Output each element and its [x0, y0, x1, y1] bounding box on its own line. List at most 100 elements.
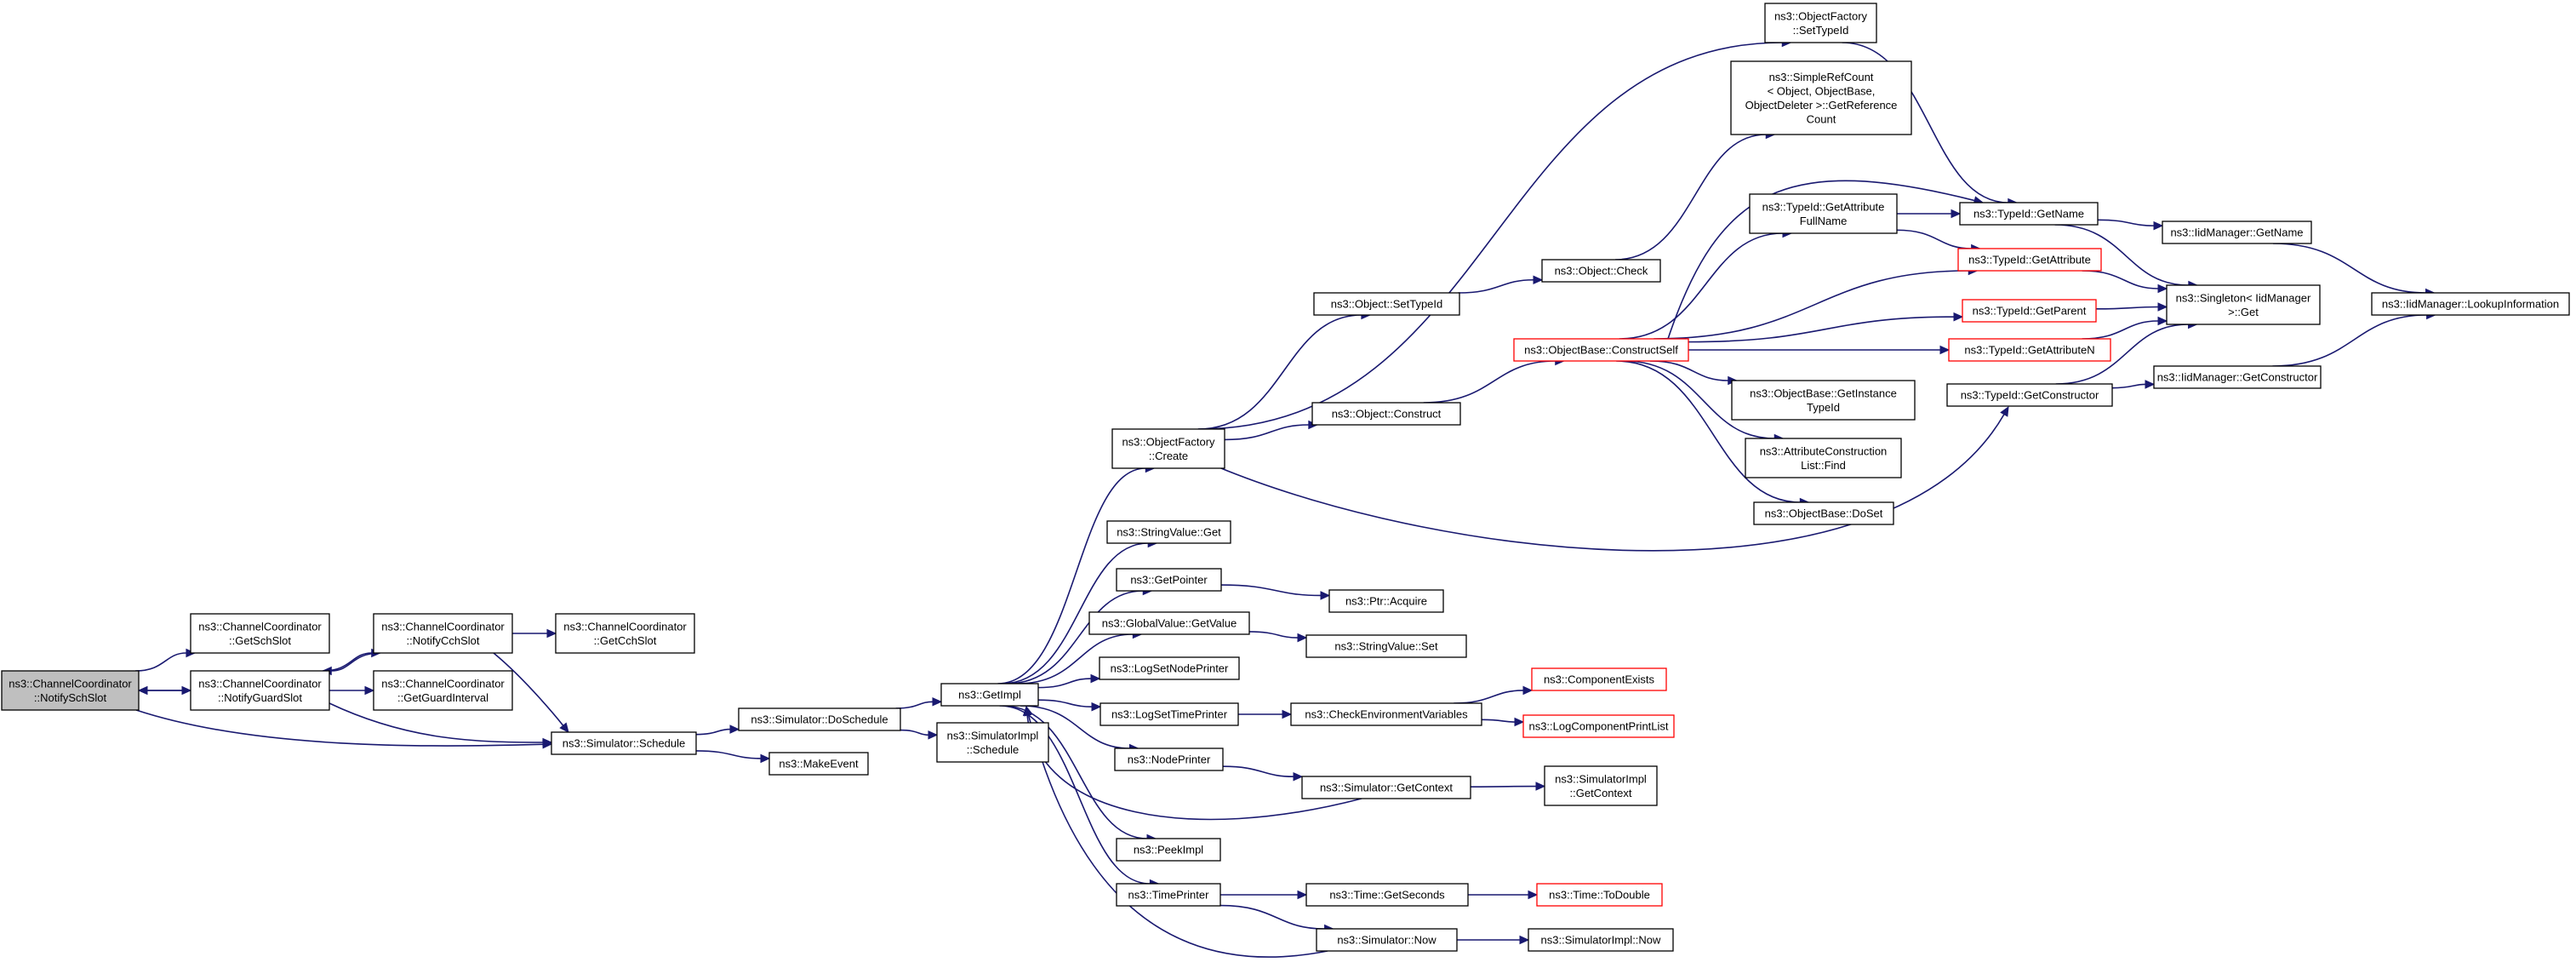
call-edge-n34-to-n37: [2111, 380, 2156, 389]
function-node[interactable]: ns3::NodePrinter: [1114, 747, 1224, 771]
function-node[interactable]: ns3::IidManager::LookupInformation: [2371, 292, 2570, 316]
function-node[interactable]: ns3::TypeId::GetAttribute: [1957, 248, 2102, 272]
function-node-label: ::GetCchSlot: [594, 634, 657, 647]
function-node-label: ns3::TypeId::GetName: [1973, 208, 2084, 221]
function-node[interactable]: ns3::GetImpl: [940, 683, 1039, 707]
function-node-box: [1305, 634, 1467, 658]
function-node[interactable]: ns3::Simulator::DoSchedule: [738, 707, 901, 731]
function-node[interactable]: ns3::GetPointer: [1116, 568, 1222, 592]
function-node-label: ns3::StringValue::Get: [1117, 526, 1221, 539]
function-node[interactable]: ns3::PeekImpl: [1116, 838, 1221, 862]
function-node-label: ns3::MakeEvent: [779, 758, 859, 770]
function-node[interactable]: ns3::SimulatorImpl::GetContext: [1544, 765, 1658, 806]
function-node[interactable]: ns3::TypeId::GetAttributeN: [1948, 338, 2111, 362]
function-node[interactable]: ns3::Simulator::Schedule: [551, 731, 697, 755]
function-node[interactable]: ns3::Simulator::GetContext: [1301, 776, 1471, 799]
function-node[interactable]: ns3::LogComponentPrintList: [1522, 714, 1675, 738]
function-node-box: [1522, 714, 1675, 738]
function-node-box: [373, 613, 513, 654]
function-node[interactable]: ns3::Time::GetSeconds: [1305, 883, 1469, 907]
function-node-label: ns3::GetImpl: [958, 689, 1021, 702]
function-node-label: ns3::ObjectBase::ConstructSelf: [1524, 344, 1678, 357]
function-node[interactable]: ns3::IidManager::GetConstructor: [2153, 365, 2322, 389]
function-node-label: ns3::Simulator::Schedule: [563, 737, 686, 750]
function-node-box: [1745, 438, 1902, 478]
function-node-label: ns3::Object::Check: [1555, 265, 1648, 278]
function-node[interactable]: ns3::ComponentExists: [1531, 667, 1667, 691]
function-node-box: [1528, 928, 1674, 952]
function-node[interactable]: ns3::TypeId::GetName: [1959, 202, 2099, 226]
function-node[interactable]: ns3::TimePrinter: [1116, 883, 1221, 907]
function-node[interactable]: ns3::CheckEnvironmentVariables: [1290, 702, 1482, 726]
call-edge-n46-to-n47: [1467, 890, 1539, 900]
function-node[interactable]: ns3::Singleton< IidManager>::Get: [2166, 284, 2321, 325]
function-node[interactable]: ns3::TypeId::GetConstructor: [1946, 383, 2113, 407]
call-edge-n9-to-n16: [1037, 699, 1102, 712]
function-node-box: [1099, 656, 1240, 680]
function-node[interactable]: ns3::ChannelCoordinator::NotifyGuardSlot: [190, 670, 330, 711]
function-node-box: [768, 752, 869, 776]
function-node[interactable]: ns3::ChannelCoordinator::NotifySchSlot: [1, 670, 140, 711]
function-node[interactable]: ns3::Ptr::Acquire: [1328, 589, 1444, 613]
function-node-box: [190, 670, 330, 711]
function-node-label: ns3::SimulatorImpl::Now: [1541, 934, 1661, 947]
function-node-label: ns3::ChannelCoordinator: [198, 677, 322, 690]
function-node[interactable]: ns3::ObjectBase::ConstructSelf: [1513, 338, 1689, 362]
function-node[interactable]: ns3::SimulatorImpl::Schedule: [936, 722, 1049, 763]
call-edge-n13-to-n39: [1220, 584, 1331, 600]
function-node[interactable]: ns3::SimulatorImpl::Now: [1528, 928, 1674, 952]
function-node-box: [1731, 380, 1916, 421]
function-node[interactable]: ns3::IidManager::GetName: [2162, 221, 2312, 244]
function-node[interactable]: ns3::Object::Construct: [1311, 402, 1461, 426]
function-node[interactable]: ns3::MakeEvent: [768, 752, 869, 776]
function-node[interactable]: ns3::TypeId::GetParent: [1962, 299, 2097, 323]
function-node-label: List::Find: [1801, 459, 1846, 472]
function-node-box: [2162, 221, 2312, 244]
call-edge-n32-to-n36: [2095, 302, 2168, 312]
function-node[interactable]: ns3::ChannelCoordinator::GetSchSlot: [190, 613, 330, 654]
function-node[interactable]: ns3::ObjectBase::DoSet: [1753, 501, 1894, 525]
function-node-box: [190, 613, 330, 654]
function-node[interactable]: ns3::ObjectFactory::SetTypeId: [1764, 3, 1877, 43]
function-node[interactable]: ns3::SimpleRefCount< Object, ObjectBase,…: [1730, 60, 1912, 135]
function-node-label: ns3::Time::GetSeconds: [1329, 889, 1445, 902]
function-node[interactable]: ns3::LogSetTimePrinter: [1100, 702, 1239, 726]
function-node-label: ns3::LogSetNodePrinter: [1111, 662, 1229, 675]
function-node-label: ns3::ObjectBase::DoSet: [1765, 507, 1883, 520]
function-node-label: ns3::ObjectBase::GetInstance: [1750, 387, 1897, 399]
call-edge-n2-to-n0: [137, 685, 191, 696]
function-node[interactable]: ns3::StringValue::Set: [1305, 634, 1467, 658]
call-edge-n3-to-n6: [493, 652, 569, 733]
function-node[interactable]: ns3::Object::Check: [1541, 259, 1661, 283]
function-node[interactable]: ns3::ChannelCoordinator::GetGuardInterva…: [373, 670, 513, 711]
function-node[interactable]: ns3::ObjectFactory::Create: [1111, 428, 1225, 469]
call-edge-n26-to-n30: [1897, 209, 1962, 219]
call-edge-n0-to-n6: [135, 709, 553, 749]
function-node[interactable]: ns3::Simulator::Now: [1316, 928, 1458, 952]
function-node-box: [1313, 292, 1460, 316]
function-node-label: ns3::TimePrinter: [1128, 889, 1210, 902]
function-node[interactable]: ns3::Time::ToDouble: [1536, 883, 1663, 907]
function-node[interactable]: ns3::ChannelCoordinator::GetCchSlot: [555, 613, 695, 654]
function-node[interactable]: ns3::Object::SetTypeId: [1313, 292, 1460, 316]
call-edge-n11-to-n22: [1224, 420, 1319, 441]
function-node-box: [1749, 193, 1898, 234]
function-node[interactable]: ns3::ChannelCoordinator::NotifyCchSlot: [373, 613, 513, 654]
function-node[interactable]: ns3::LogSetNodePrinter: [1099, 656, 1240, 680]
function-node[interactable]: ns3::GlobalValue::GetValue: [1088, 611, 1250, 635]
function-node-box: [2153, 365, 2322, 389]
function-node-box: [1536, 883, 1663, 907]
call-edge-n6-to-n7: [695, 725, 740, 736]
function-node-label: ns3::CheckEnvironmentVariables: [1305, 708, 1468, 721]
function-node-label: ns3::GlobalValue::GetValue: [1102, 617, 1237, 630]
function-node[interactable]: ns3::StringValue::Get: [1106, 520, 1231, 544]
function-node-label: ns3::IidManager::GetConstructor: [2157, 371, 2318, 384]
call-edge-n0-to-n1: [135, 648, 197, 672]
function-node-box: [1088, 611, 1250, 635]
function-node-label: ns3::TypeId::GetParent: [1973, 305, 2087, 318]
function-node-label: ns3::GetPointer: [1130, 574, 1208, 587]
